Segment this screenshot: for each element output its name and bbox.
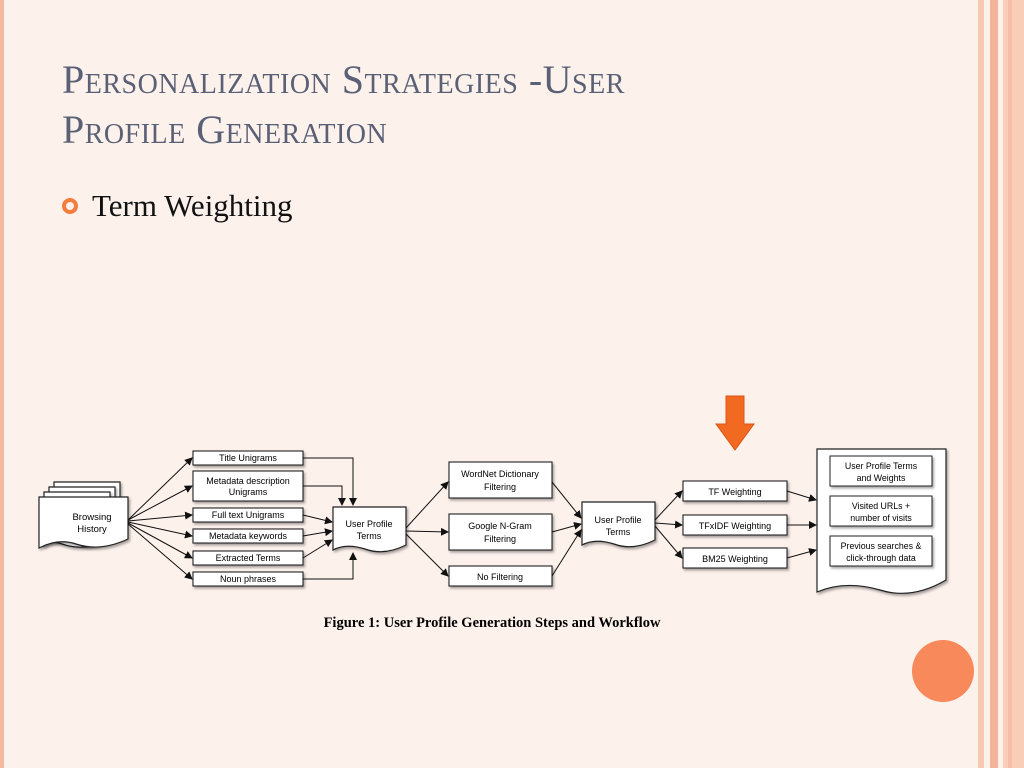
source-title-unigrams: Title Unigrams xyxy=(219,453,277,463)
filter-wordnet: WordNet Dictionary xyxy=(461,469,539,479)
user-profile-terms-2-node: User Profile Terms xyxy=(581,501,656,548)
bullet-text: Term Weighting xyxy=(92,188,293,223)
source-extracted-terms: Extracted Terms xyxy=(216,553,281,563)
slide-title: Personalization Strategies -User Profile… xyxy=(62,55,962,155)
figure-caption: Figure 1: User Profile Generation Steps … xyxy=(324,615,661,631)
output-visited-urls: Visited URLs + xyxy=(852,501,910,511)
user-profile-terms-2-label: Terms xyxy=(606,527,631,537)
down-arrow-marker-icon xyxy=(715,395,755,451)
source-metadata-description-unigrams: Unigrams xyxy=(229,487,268,497)
decor-stripe xyxy=(978,0,984,768)
browsing-history-label: History xyxy=(77,524,107,535)
filter-google-ngram-sub: Filtering xyxy=(484,534,516,544)
slide-title-line2: Profile Generation xyxy=(62,107,388,152)
source-noun-phrases: Noun phrases xyxy=(220,574,277,584)
filter-google-ngram: Google N-Gram xyxy=(468,521,532,531)
source-metadata-description: Metadata description xyxy=(206,476,290,486)
workflow-diagram: Browsing History Title Unigrams Metadata… xyxy=(38,395,947,631)
filter-boxes: WordNet Dictionary Filtering Google N-Gr… xyxy=(448,461,553,587)
browsing-history-node: Browsing History xyxy=(38,481,129,549)
weighting-tf: TF Weighting xyxy=(708,487,761,497)
source-boxes: Title Unigrams Metadata description Unig… xyxy=(192,450,304,587)
source-full-text-unigrams: Full text Unigrams xyxy=(212,510,285,520)
output-document-node: User Profile Terms and Weights Visited U… xyxy=(816,448,947,594)
bullet-item: Term Weighting xyxy=(62,186,293,226)
output-profile-terms-sub: and Weights xyxy=(857,473,906,483)
profile-to-weighting-arrows xyxy=(654,490,683,559)
weighting-bm25: BM25 Weighting xyxy=(702,554,768,564)
source-metadata-keywords: Metadata keywords xyxy=(209,531,288,541)
output-visited-urls-sub: number of visits xyxy=(850,513,912,523)
slide-title-line1: Personalization Strategies -User xyxy=(62,57,625,102)
history-arrows xyxy=(127,457,193,580)
decor-stripe xyxy=(990,0,998,768)
source-to-profile-arrows xyxy=(302,457,357,580)
user-profile-terms-label: Terms xyxy=(357,531,382,541)
weighting-to-output-arrows xyxy=(786,490,817,559)
output-profile-terms: User Profile Terms xyxy=(845,461,918,471)
decor-stripe xyxy=(1003,0,1024,768)
weighting-tfxidf: TFxIDF Weighting xyxy=(699,521,771,531)
output-previous-searches: Previous searches & xyxy=(841,541,922,551)
weighting-boxes: TF Weighting TFxIDF Weighting BM25 Weigh… xyxy=(682,480,788,569)
filter-wordnet-sub: Filtering xyxy=(484,482,516,492)
user-profile-terms-node: User Profile Terms xyxy=(332,506,407,553)
user-profile-terms-label: User Profile xyxy=(345,519,392,529)
left-border xyxy=(0,0,4,768)
decor-stripe xyxy=(1008,0,1012,768)
bullet-circle-icon xyxy=(62,198,78,214)
output-previous-searches-sub: click-through data xyxy=(846,553,916,563)
user-profile-terms-2-label: User Profile xyxy=(594,515,641,525)
decor-circle xyxy=(912,640,974,702)
profile-to-filter-arrows xyxy=(405,481,449,577)
filter-to-profile-arrows xyxy=(551,481,582,577)
filter-none: No Filtering xyxy=(477,572,523,582)
browsing-history-label: Browsing xyxy=(72,512,111,523)
